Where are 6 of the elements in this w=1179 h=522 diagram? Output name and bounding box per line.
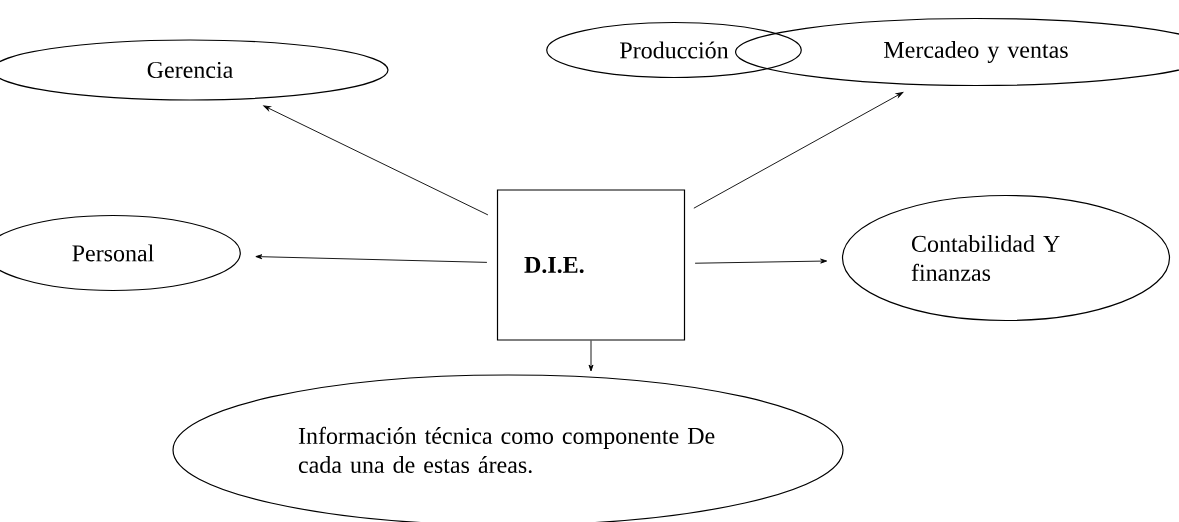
- arrow: [255, 254, 488, 263]
- arrow: [693, 92, 904, 209]
- arrow: [263, 105, 489, 216]
- process-box: D.I.E.: [496, 189, 686, 341]
- arrow: [588, 340, 594, 372]
- arrow: [694, 258, 828, 264]
